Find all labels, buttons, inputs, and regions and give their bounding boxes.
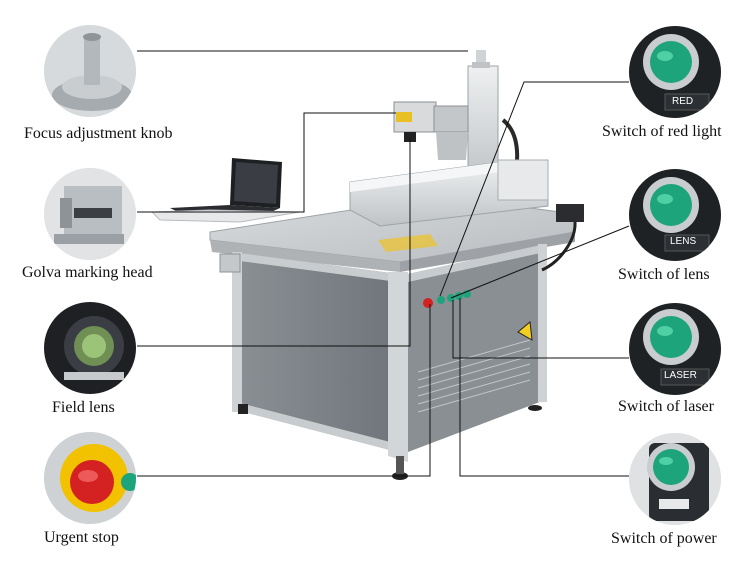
laser-switch-image (629, 303, 721, 395)
lens-switch-image (629, 169, 721, 261)
leader-lines (137, 50, 630, 477)
label-golva-head: Golva marking head (22, 264, 153, 281)
golva-head-image (44, 168, 136, 260)
laptop (170, 158, 282, 218)
red-plate-text: RED (672, 96, 694, 107)
control-buttons (423, 290, 471, 308)
focus-knob-image (44, 25, 136, 117)
cabinet (219, 244, 547, 480)
field-lens-image (44, 302, 136, 394)
lens-plate-text: LENS (670, 236, 697, 247)
label-field-lens: Field lens (52, 399, 115, 416)
urgent-stop-image (44, 432, 136, 524)
red-light-switch-image (629, 26, 721, 118)
label-switch-red-light: Switch of red light (602, 123, 722, 140)
laser-plate-text: LASER (664, 370, 697, 381)
gantry (349, 50, 584, 272)
label-switch-lens: Switch of lens (618, 266, 710, 283)
marking-head (393, 101, 469, 160)
label-urgent-stop: Urgent stop (44, 529, 119, 546)
label-focus-knob: Focus adjustment knob (24, 125, 173, 142)
label-switch-power: Switch of power (611, 530, 717, 547)
label-switch-laser: Switch of laser (618, 398, 714, 415)
power-switch-image (629, 433, 721, 525)
